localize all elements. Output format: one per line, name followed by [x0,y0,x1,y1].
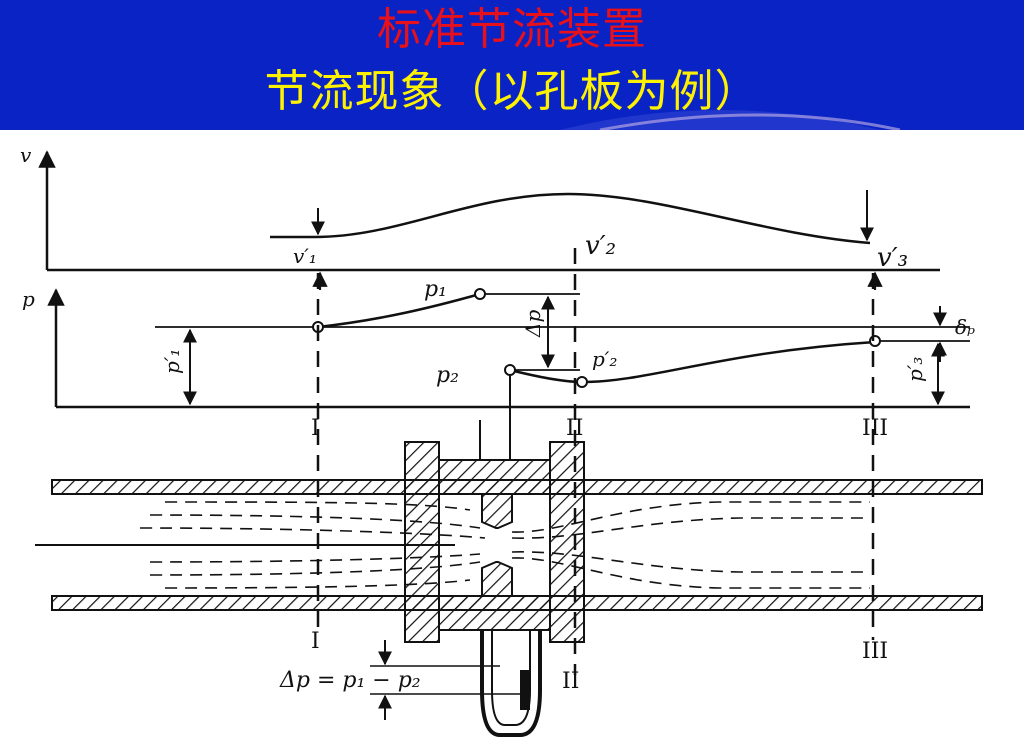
v3-label: v′₃ [877,243,908,273]
throttling-diagram: v v′₁ v′₂ v′₃ p p′₁ Δp p′₃ δₚ [0,130,1024,737]
p1-label: p₁ [424,277,447,302]
p2-label: p₂ [436,363,459,388]
p3-prime-label: p′₃ [903,357,927,382]
manometer-equation: Δp = p₁ − p₂ [279,668,421,693]
pressure-curve-upstream [317,292,481,329]
header-swoosh [560,110,901,130]
delta-p-label: δₚ [955,315,975,339]
section-2-bottom-label: II [562,669,579,694]
v2-label: v′₂ [585,231,616,261]
section-2-top-label: II [566,416,583,441]
section-3-top-label: III [862,416,888,441]
pipe [35,375,983,643]
orifice-holder-top [438,459,551,495]
pressure-point-p2 [504,364,516,376]
orifice-holder-bottom [438,595,551,631]
velocity-axis-label: v [20,143,32,167]
velocity-curve [270,192,871,245]
slide-subtitle: 节流现象（以孔板为例） [264,66,760,117]
flange-right [549,441,585,643]
u-tube-outer [480,630,542,737]
p2-prime-label: p′₂ [592,347,617,371]
slide-title: 标准节流装置 [377,4,647,55]
section-3-bottom-label: III [862,639,888,664]
dp-label: Δp [521,310,545,338]
section-1-top-label: I [311,416,320,441]
velocity-chart: v v′₁ v′₂ v′₃ [20,143,940,273]
pressure-point-p1 [474,288,486,300]
slide-header: 标准节流装置 节流现象（以孔板为例） [0,0,1024,130]
section-1-bottom-label: I [311,629,320,654]
pressure-point-2 [576,376,588,388]
p1-prime-label: p′₁ [160,349,184,374]
u-tube-manometer: Δp = p₁ − p₂ [279,630,542,737]
u-tube-fluid [520,670,530,710]
pressure-chart: p p′₁ Δp p′₃ δₚ p₁ p₂ p′₂ [22,277,975,409]
pressure-point-3 [869,335,881,347]
orifice-plate-bottom [481,561,513,597]
streamlines [139,501,870,589]
orifice-plate-top [481,493,513,529]
pressure-axis-label: p [22,287,35,311]
v1-label: v′₁ [293,244,317,268]
flange-left [404,441,440,643]
pressure-curve-downstream [509,340,876,384]
